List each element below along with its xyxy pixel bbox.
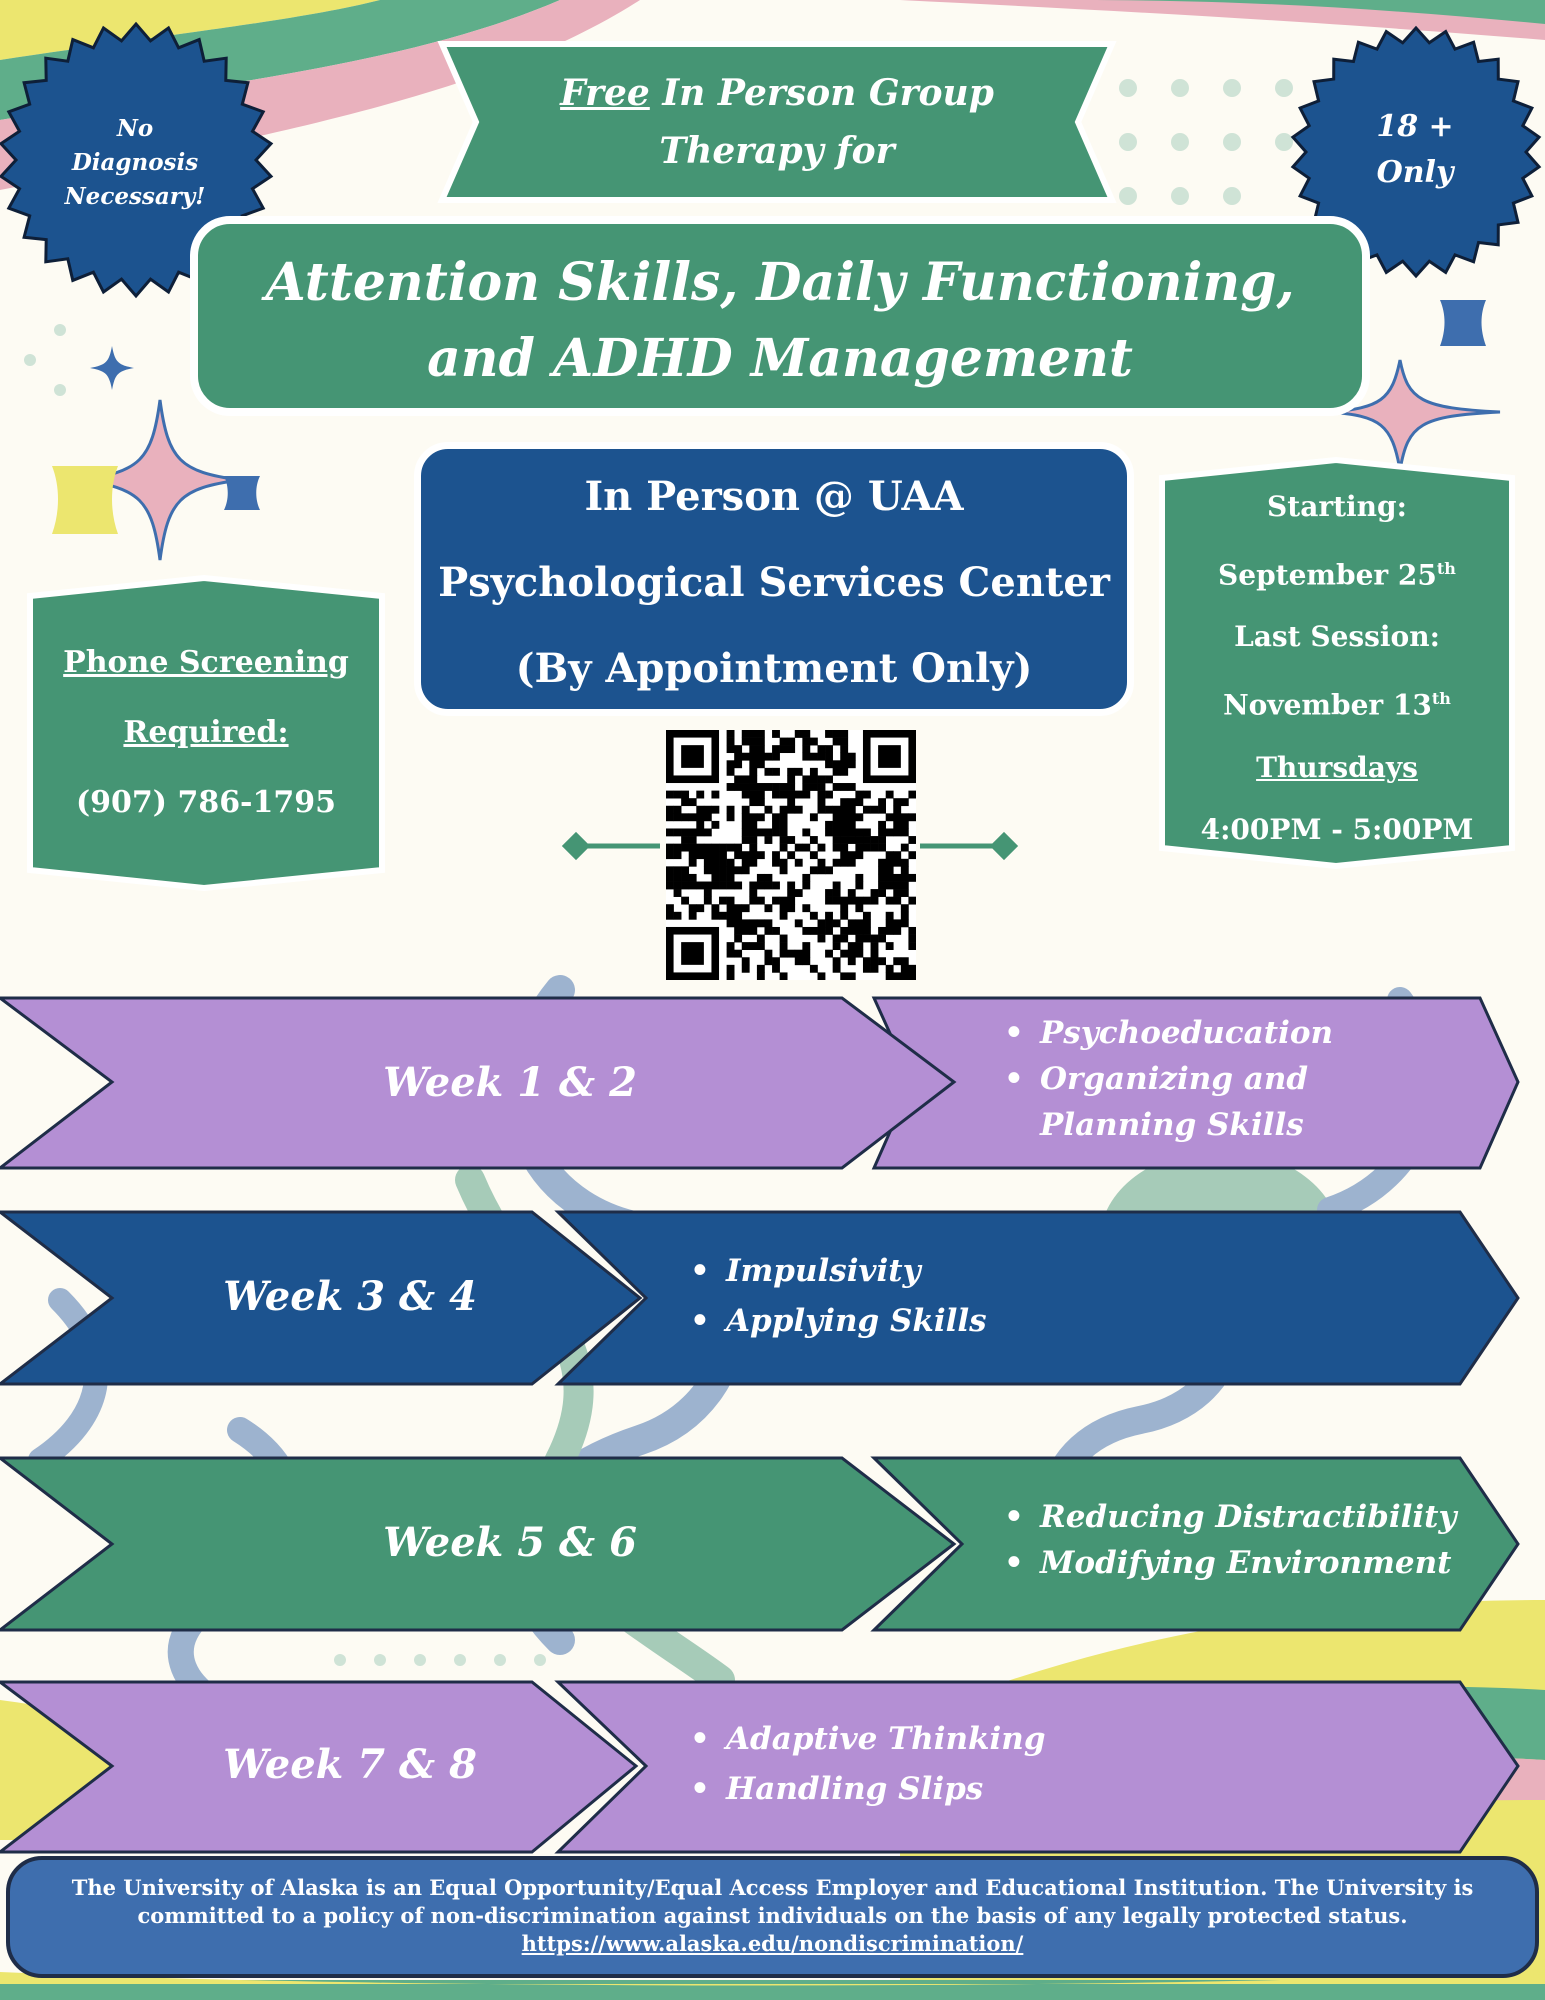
phone-number[interactable]: (907) 786-1795 — [75, 785, 337, 820]
title-line2: and ADHD Management — [427, 328, 1133, 389]
end-date: November 13th — [1223, 688, 1451, 722]
footer-statement: The University of Alaska is an Equal Opp… — [6, 1856, 1539, 1978]
main-title: Attention Skills, Daily Functioning, and… — [190, 216, 1370, 416]
week-3-label-arrow — [0, 1210, 643, 1386]
last-session-label: Last Session: — [1234, 620, 1440, 654]
week-1-topics: Psychoeducation Organizing and Planning … — [1004, 1010, 1333, 1148]
week-1-label-arrow — [0, 996, 957, 1170]
week-1-label: Week 1 & 2 — [383, 1059, 637, 1106]
week-5-label: Week 5 & 6 — [383, 1519, 637, 1566]
screening-label2: Required: — [123, 715, 289, 750]
location-line2: Psychological Services Center — [438, 559, 1110, 606]
starting-label: Starting: — [1267, 490, 1407, 523]
qr-code-icon[interactable] — [666, 730, 916, 980]
list-item: Planning Skills — [1040, 1107, 1304, 1143]
nondiscrimination-text: The University of Alaska is an Equal Opp… — [71, 1875, 1474, 1928]
start-date: September 25th — [1218, 558, 1456, 592]
title-line1: Attention Skills, Daily Functioning, — [265, 252, 1295, 313]
schedule-info: Starting: September 25th Last Session: N… — [1162, 476, 1512, 861]
week-3-topics: Impulsivity Applying Skills — [690, 1246, 987, 1346]
list-item: Reducing Distractibility — [1004, 1494, 1457, 1540]
list-item: Applying Skills — [690, 1296, 987, 1346]
screening-label1: Phone Screening — [63, 645, 349, 680]
list-item: Psychoeducation — [1004, 1010, 1333, 1056]
week-7-label-arrow — [0, 1680, 639, 1854]
header-line2: Therapy for — [659, 130, 895, 172]
nondiscrimination-link[interactable]: https://www.alaska.edu/nondiscrimination… — [521, 1931, 1024, 1956]
phone-screening: Phone Screening Required: (907) 786-1795 — [30, 628, 382, 838]
list-item: Organizing and — [1004, 1056, 1333, 1102]
badge-age: 18 + Only — [1376, 109, 1454, 190]
header-ribbon: Free In Person Group Therapy for — [442, 64, 1112, 180]
list-item: Adaptive Thinking — [690, 1714, 1046, 1764]
week-3-label: Week 3 & 4 — [223, 1273, 477, 1320]
meeting-day: Thursdays — [1256, 750, 1418, 784]
location-box: In Person @ UAA Psychological Services C… — [414, 442, 1134, 716]
list-item: Impulsivity — [690, 1246, 987, 1296]
week-7-label: Week 7 & 8 — [223, 1741, 477, 1788]
list-item: Modifying Environment — [1004, 1540, 1457, 1586]
meeting-time: 4:00PM - 5:00PM — [1200, 812, 1474, 846]
location-line1: In Person @ UAA — [584, 473, 964, 520]
week-5-label-arrow — [0, 1456, 957, 1632]
badge-no-diagnosis: No Diagnosis Necessary! — [64, 115, 206, 210]
header-line1: In Person Group — [649, 72, 994, 114]
week-5-topics: Reducing Distractibility Modifying Envir… — [1004, 1494, 1457, 1586]
list-item: Handling Slips — [690, 1764, 1046, 1814]
free-label: Free — [560, 72, 650, 114]
week-7-topics: Adaptive Thinking Handling Slips — [690, 1714, 1046, 1814]
location-line3: (By Appointment Only) — [515, 645, 1033, 692]
